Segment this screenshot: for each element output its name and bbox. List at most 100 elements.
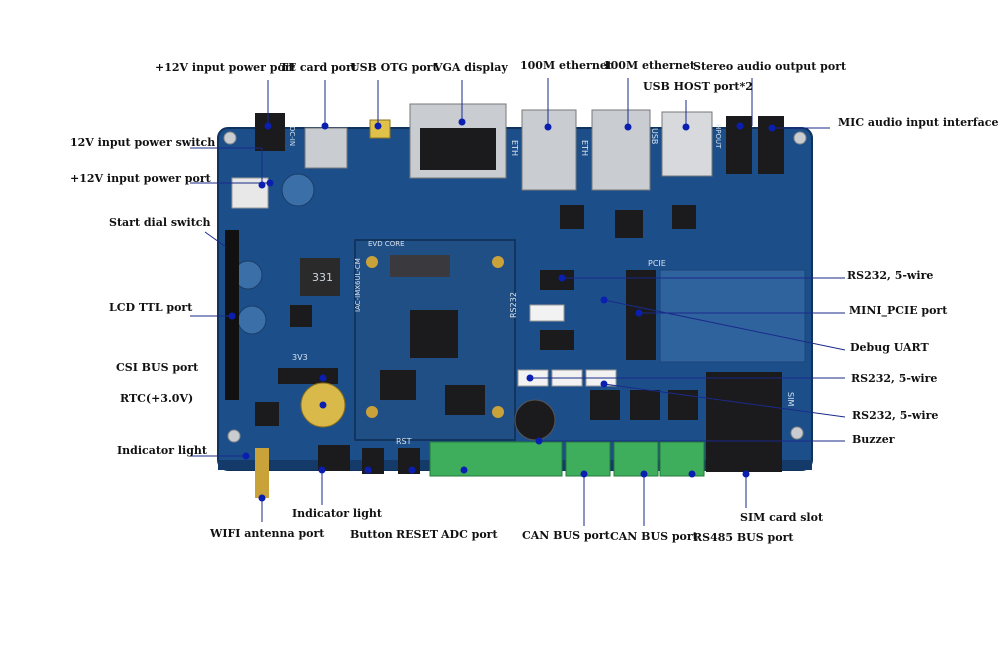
leader-dot [544,123,552,131]
label-can-bus-2: CAN BUS port [610,530,698,543]
label-power-switch: 12V input power switch [70,136,216,149]
label-lcd-ttl: LCD TTL port [109,301,193,314]
soc-chip [410,310,458,358]
leader-dot [635,309,643,317]
mounting-hole [790,426,804,440]
label-vga-display: VGA display [434,61,508,74]
label-reset: RESET [396,528,439,541]
mounting-hole [227,429,241,443]
silk-sim: SIM [786,392,795,406]
usb-host-jack [661,111,713,177]
inductor [300,258,340,296]
silk-pcie: PCIE [648,259,666,268]
leader-dot [600,380,608,388]
leader-dot [258,494,266,502]
label-rtc: RTC(+3.0V) [120,392,194,405]
leader-dot [600,296,608,304]
silk-dc: DC-IN [288,126,296,146]
label-can-bus-1: CAN BUS port [522,529,610,542]
silk-core: EVD CORE [368,240,405,248]
leader-dot [266,179,274,187]
leader-dot [736,122,744,130]
misc-chip [615,210,643,238]
ram-chip [390,255,450,277]
label-rs232-2: RS232, 5-wire [851,372,938,385]
led-block [318,445,350,471]
leader-dot [682,123,690,131]
leader-dots [228,118,776,502]
silk-rst: RST [396,437,412,446]
vga-body [420,128,496,170]
leader-dot [242,452,250,460]
rs485-terminal [659,441,705,477]
label-wifi-antenna: WIFI antenna port [210,527,325,540]
label-power-port-top: +12V input power port [155,61,296,74]
reset-switch [398,448,420,474]
leaders [190,78,846,526]
label-usb-host: USB HOST port*2 [643,80,753,93]
capacitor [237,305,267,335]
leader-dot [742,470,750,478]
label-ethernet-2: 100M ethernet [603,59,695,72]
leader-dot [535,437,543,445]
pcie-card-area [659,269,806,363]
silk-rs232: RS232 [509,292,518,318]
silk-3v3: 3V3 [292,353,308,362]
sim-slot [706,372,782,472]
rs232-connector [529,304,565,322]
label-usb-otg-port: USB OTG port [350,61,438,74]
label-csi-bus: CSI BUS port [116,361,199,374]
capacitor [281,173,315,207]
label-tf-card-port: TF card port [280,61,357,74]
label-mic-input: MIC audio input interface [838,116,999,129]
label-rs232-1: RS232, 5-wire [847,269,934,282]
leader-dot [321,122,329,130]
leader-dot [460,466,468,474]
silk-usb: USB [650,128,659,144]
leader-dot [458,118,466,126]
leader-dot [374,122,382,130]
module-hole [366,406,378,418]
leader-line [603,383,846,418]
silk-model: IAC-IMX6UL-CM [354,258,362,312]
adc-terminal [429,441,563,477]
leader-dot [768,124,776,132]
dial-switch [290,305,312,327]
leader-dot [258,181,266,189]
eth-jack-1 [521,109,577,191]
label-mini-pcie: MINI_PCIE port [849,304,948,317]
module-hole [366,256,378,268]
label-power-port-left: +12V input power port [70,172,211,185]
leader-dot [364,466,372,474]
leader-dot [558,274,566,282]
silk-hpout: HPOUT [714,124,722,149]
misc-chip [560,205,584,229]
leader-dot [318,466,326,474]
usb-otg-connector [369,119,391,139]
buzzer [514,399,556,441]
silk-inductor: 331 [312,271,333,284]
dc-jack [255,113,285,151]
mounting-hole [223,131,237,145]
leader-dot [228,312,236,320]
label-buzzer: Buzzer [852,433,895,446]
label-dial-switch: Start dial switch [109,216,211,229]
leader-line [204,231,227,248]
leader-dot [688,470,696,478]
label-sim-slot: SIM card slot [740,511,824,524]
misc-chip [255,402,279,426]
flash-chip [445,385,485,415]
module-hole [492,256,504,268]
misc-chip [630,390,660,420]
eth-jack-2 [591,109,651,191]
leader-dot [408,466,416,474]
label-stereo-audio: Stereo audio output port [693,60,847,73]
label-rs485: RS485 BUS port [693,531,794,544]
leader-dot [319,401,327,409]
label-debug-uart: Debug UART [850,341,929,354]
label-indicator-left: Indicator light [117,444,208,457]
leader-line [603,299,846,351]
leader-dot [640,470,648,478]
label-indicator-bottom: Indicator light [292,507,383,520]
